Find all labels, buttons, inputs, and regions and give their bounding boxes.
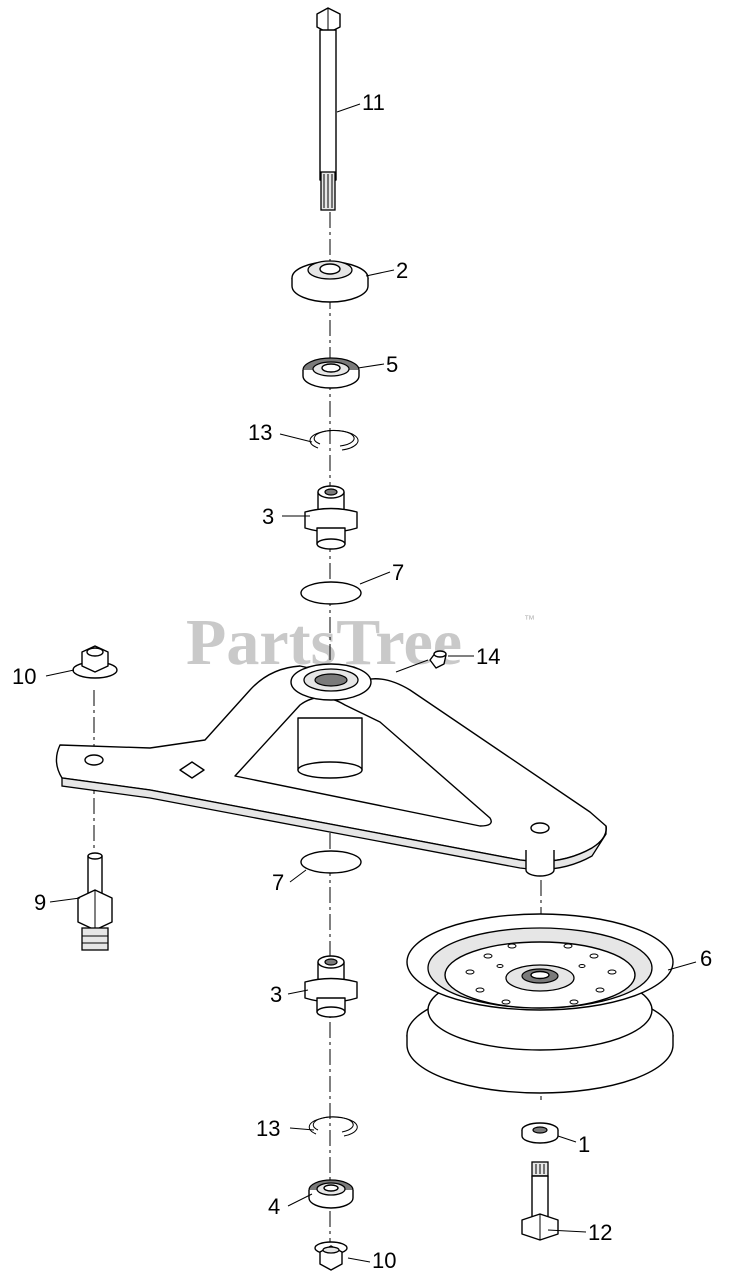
- callout-13-top: 13: [248, 420, 272, 445]
- leader-1: [557, 1135, 577, 1143]
- cap-washer-part: [291, 260, 369, 303]
- o-ring-part-top: [300, 581, 362, 605]
- callout-10-bottom: 10: [372, 1248, 396, 1273]
- leader-10a: [45, 669, 75, 677]
- flange-nut-part-bottom: [314, 1241, 348, 1271]
- leader-4: [287, 1193, 313, 1207]
- snap-ring-part-bottom: [308, 1116, 358, 1137]
- leader-9: [49, 897, 81, 903]
- leader-13a: [279, 433, 313, 443]
- snap-ring-part-top: [309, 429, 359, 451]
- callout-6: 6: [700, 946, 712, 971]
- watermark-trademark: ™: [524, 614, 535, 626]
- hex-bolt-part: [521, 1161, 559, 1241]
- idler-arm-part: [55, 663, 607, 877]
- callout-4: 4: [268, 1194, 280, 1219]
- leader-7a: [359, 571, 391, 585]
- callout-3-bottom: 3: [270, 982, 282, 1007]
- leader-14: [395, 659, 429, 673]
- bearing-seal-part-lower: [308, 1179, 354, 1209]
- callout-12: 12: [588, 1220, 612, 1245]
- leader-3b: [287, 989, 309, 995]
- stud-part: [77, 852, 113, 951]
- bolt-part: [316, 7, 341, 211]
- leader-7b: [289, 869, 307, 883]
- o-ring-part-bottom: [300, 850, 362, 874]
- callout-3-top: 3: [262, 504, 274, 529]
- callout-13-bottom: 13: [256, 1116, 280, 1141]
- pulley-part: [406, 913, 674, 1094]
- leader-11: [336, 103, 361, 113]
- callout-10-left: 10: [12, 664, 36, 689]
- grease-fitting-part: [429, 650, 447, 669]
- flange-nut-part-left: [72, 645, 118, 679]
- callout-14: 14: [476, 644, 500, 669]
- leader-5: [357, 363, 385, 369]
- bearing-part-top: [304, 485, 358, 550]
- leader-6: [667, 961, 697, 971]
- callout-5: 5: [386, 352, 398, 377]
- bearing-seal-part: [302, 357, 360, 389]
- callout-9: 9: [34, 890, 46, 915]
- callout-7-bottom: 7: [272, 870, 284, 895]
- callout-11: 11: [362, 90, 385, 115]
- leader-2: [365, 269, 395, 277]
- callout-1: 1: [578, 1132, 590, 1157]
- leader-10b: [347, 1257, 371, 1263]
- callout-2: 2: [396, 258, 408, 283]
- leader-13b: [289, 1127, 315, 1131]
- callout-7-top: 7: [392, 560, 404, 585]
- leader-12: [547, 1229, 587, 1233]
- washer-part: [521, 1122, 559, 1144]
- bearing-part-bottom: [304, 955, 358, 1018]
